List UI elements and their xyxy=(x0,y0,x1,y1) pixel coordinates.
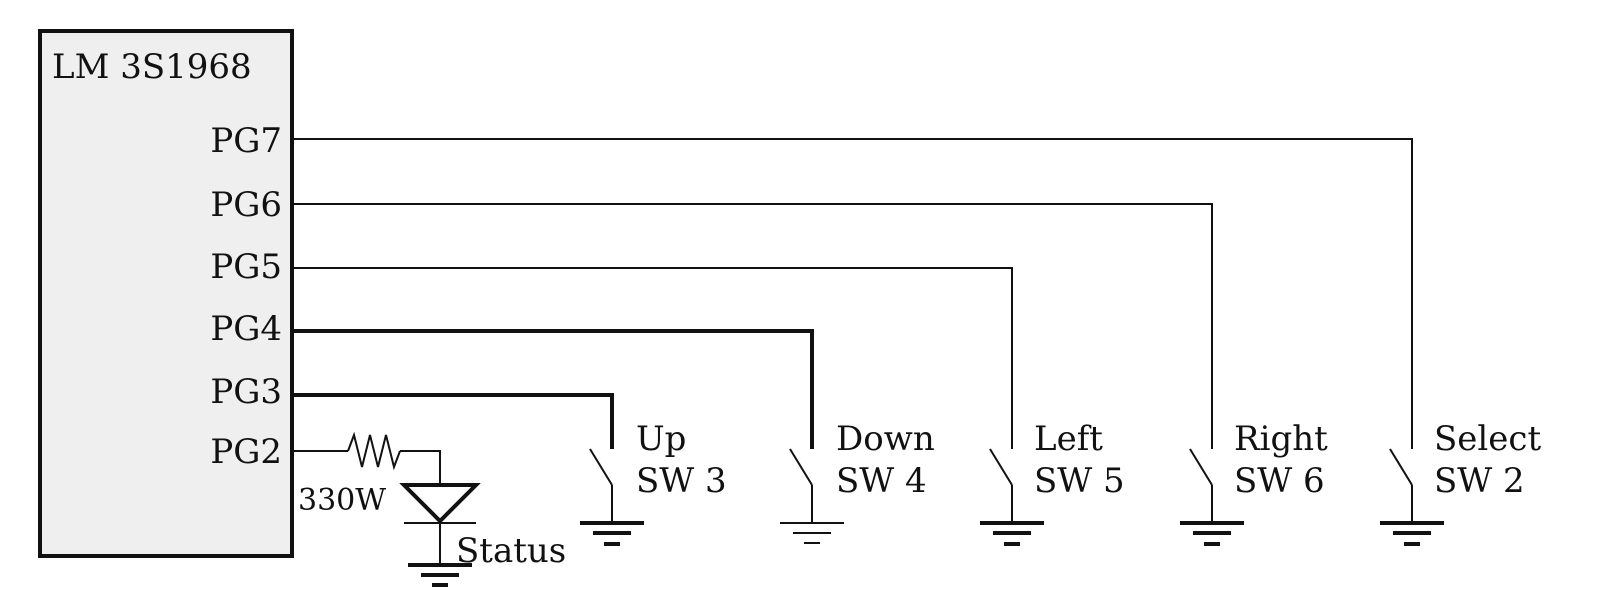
wire-pg3 xyxy=(292,393,614,449)
pin-label-pg3: PG3 xyxy=(210,372,282,412)
wire-pg7 xyxy=(292,138,1413,449)
resistor-symbol xyxy=(347,431,401,471)
pin-label-pg6: PG6 xyxy=(210,185,282,225)
resistor-value-label: 330W xyxy=(298,483,386,518)
switch-sw3: Up SW 3 xyxy=(580,419,727,546)
switch-sw6-ref: SW 6 xyxy=(1234,461,1325,501)
chip-body xyxy=(38,29,294,558)
switch-sw6: Right SW 6 xyxy=(1180,419,1328,546)
chip-name-label: LM 3S1968 xyxy=(52,47,252,87)
switch-blade xyxy=(989,448,1013,486)
switch-blade xyxy=(589,448,613,486)
pin-label-pg7: PG7 xyxy=(210,121,282,161)
switch-sw5-ref: SW 5 xyxy=(1034,461,1125,501)
wire-pg6 xyxy=(292,203,1213,449)
switch-blade xyxy=(1389,448,1413,486)
pin-label-pg2: PG2 xyxy=(210,432,282,472)
led-diode-symbol xyxy=(399,483,481,524)
switch-blade xyxy=(789,448,813,486)
switch-sw4: Down SW 4 xyxy=(780,419,935,544)
pin-labels: PG7 PG6 PG5 PG4 PG3 PG2 xyxy=(210,121,282,472)
switch-sw5-name: Left xyxy=(1034,419,1103,459)
switch-sw2-ref: SW 2 xyxy=(1434,461,1525,501)
status-led-circuit: 330W Status xyxy=(292,431,566,587)
pin-label-pg4: PG4 xyxy=(210,309,282,349)
switch-sw4-name: Down xyxy=(836,419,935,459)
switch-sw5: Left SW 5 xyxy=(980,419,1125,546)
microcontroller-block: LM 3S1968 xyxy=(38,29,294,558)
pin-label-pg5: PG5 xyxy=(210,247,282,287)
wires xyxy=(292,138,1413,449)
switch-sw2: Select SW 2 xyxy=(1380,419,1541,546)
wire-resistor-to-led xyxy=(400,450,441,485)
switch-sw6-name: Right xyxy=(1234,419,1328,459)
switch-sw4-ref: SW 4 xyxy=(836,461,927,501)
status-led-label: Status xyxy=(456,531,566,571)
wire-pg5 xyxy=(292,267,1013,449)
switch-sw2-name: Select xyxy=(1434,419,1541,459)
switch-sw3-name: Up xyxy=(636,419,686,459)
wire-pg4 xyxy=(292,329,814,449)
switch-sw3-ref: SW 3 xyxy=(636,461,727,501)
switch-blade xyxy=(1189,448,1213,486)
